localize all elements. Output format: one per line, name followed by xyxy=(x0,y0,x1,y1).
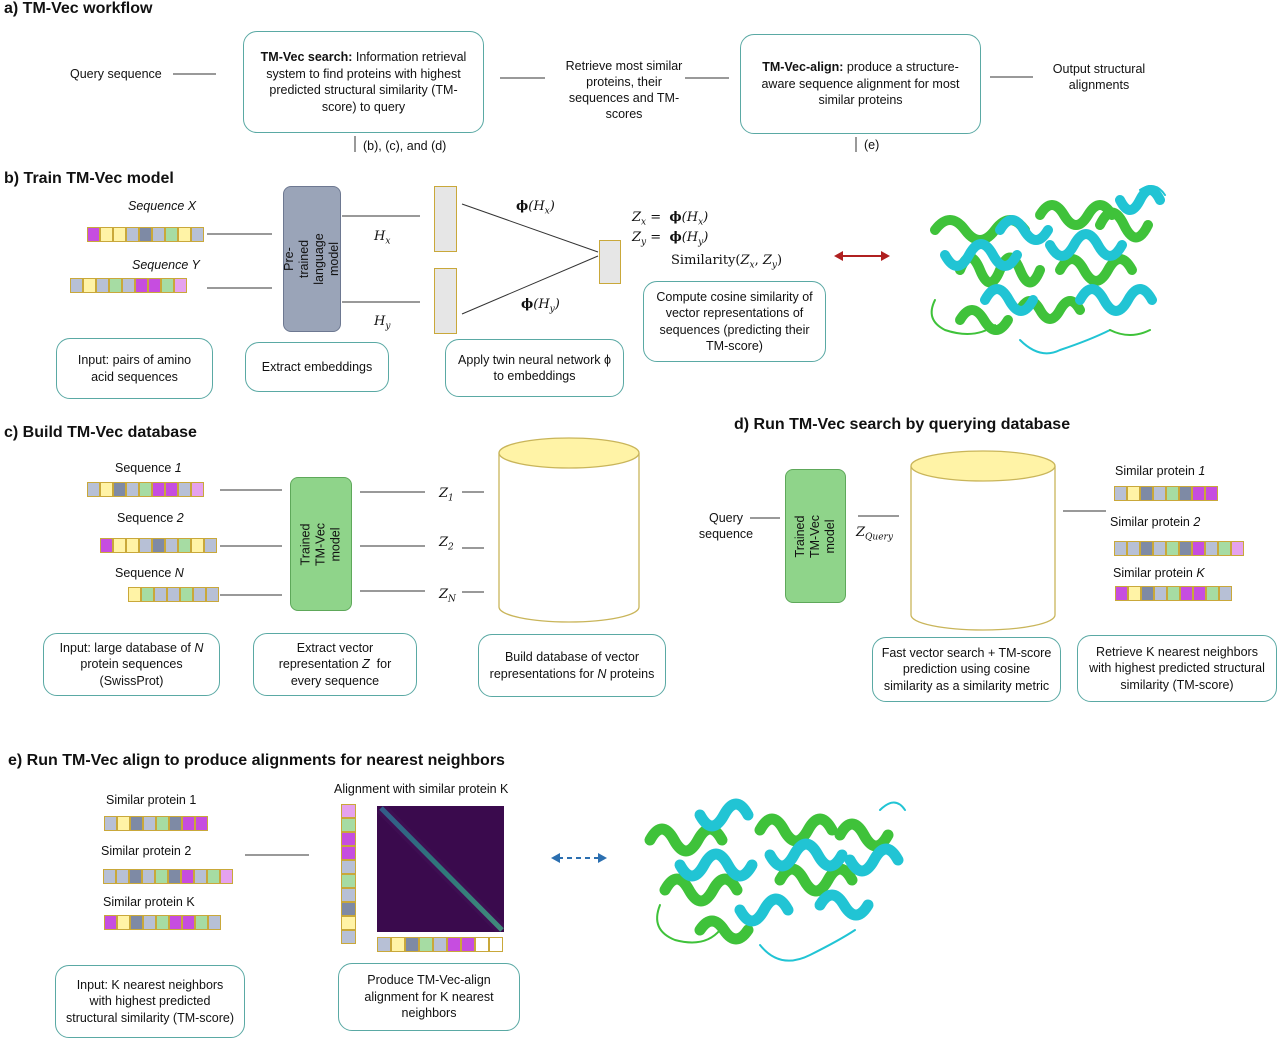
similar-protein-1-e: Similar protein 1 xyxy=(106,793,197,807)
panel-d-title: d) Run TM-Vec search by querying databas… xyxy=(734,416,1071,433)
similar-2-seq-e xyxy=(103,869,233,884)
similar-protein-2-d: Similar protein 2 xyxy=(1110,515,1201,529)
phi-hy-label: ϕ(Hy) xyxy=(521,297,560,315)
panel-a-title: a) TM-Vec workflow xyxy=(4,0,153,17)
phi-hx-label: ϕ(Hx) xyxy=(516,199,555,217)
ref-bcd: (b), (c), and (d) xyxy=(363,139,447,153)
panel-b-title: b) Train TM-Vec model xyxy=(4,170,174,187)
sequence-1-label: Sequence 1 xyxy=(115,461,182,475)
hy-label: Hy xyxy=(374,314,391,332)
alignment-vertical-seq xyxy=(341,804,356,944)
embedding-x xyxy=(434,186,457,252)
sequence-2-label: Sequence 2 xyxy=(117,511,184,525)
z1-c: Z1 xyxy=(439,486,454,504)
similar-2-seq-d xyxy=(1114,541,1244,556)
panel-e-title: e) Run TM-Vec align to produce alignment… xyxy=(8,752,505,769)
retrieve-label: Retrieve most similar proteins, their se… xyxy=(565,59,683,121)
zn-c: ZN xyxy=(439,587,456,605)
build-database-box: Build database of vector representations… xyxy=(478,634,666,697)
protein-structure-e xyxy=(644,798,906,962)
similar-k-seq-e xyxy=(104,915,221,930)
sequence-y-label: Sequence Y xyxy=(132,258,200,272)
input-database-box: Input: large database of N protein seque… xyxy=(43,633,220,696)
alignment-horizontal-seq xyxy=(377,937,503,952)
ref-e: (e) xyxy=(864,138,880,152)
tm-vec-align-box: TM-Vec-align: produce a structure-aware … xyxy=(740,34,981,134)
cosine-similarity-box: Compute cosine similarity of vector repr… xyxy=(643,281,826,362)
extract-vector-box: Extract vector representation Z for ever… xyxy=(253,633,417,696)
align-text: produce a structure-aware sequence align… xyxy=(761,60,960,108)
trained-model-c: Trained TM-Vec model xyxy=(290,477,352,611)
similar-1-seq-e xyxy=(104,816,208,831)
z2-c: Z2 xyxy=(439,535,454,553)
similar-protein-k-e: Similar protein K xyxy=(103,895,195,909)
query-sequence-d: Query sequence xyxy=(698,511,754,541)
retrieve-k-box: Retrieve K nearest neighbors with highes… xyxy=(1077,635,1277,702)
input-pairs-box: Input: pairs of amino acid sequences xyxy=(56,338,213,399)
twin-network-box: Apply twin neural network ϕ to embedding… xyxy=(445,339,624,397)
sequence-n xyxy=(128,587,219,602)
database-d xyxy=(910,450,1056,631)
hx-label: Hx xyxy=(374,229,391,247)
sequence-x-label: Sequence X xyxy=(128,199,197,213)
search-text: Information retrieval system to find pro… xyxy=(266,50,467,114)
zquery-label: ZQuery xyxy=(856,525,893,543)
produce-align-box: Produce TM-Vec-align alignment for K nea… xyxy=(338,963,520,1031)
extract-embeddings-box: Extract embeddings xyxy=(245,342,389,392)
alignment-heatmap xyxy=(377,806,504,932)
alignment-title: Alignment with similar protein K xyxy=(334,782,509,796)
line-hy-to-node xyxy=(461,255,599,315)
tm-vec-search-box: TM-Vec search: Information retrieval sys… xyxy=(243,31,484,133)
embedding-y xyxy=(434,268,457,334)
similar-1-seq-d xyxy=(1114,486,1218,501)
sequence-y xyxy=(70,278,187,293)
trained-model-d: Trained TM-Vec model xyxy=(785,469,846,603)
heatmap-diagonal xyxy=(377,806,504,932)
input-k-neighbors-box: Input: K nearest neighbors with highest … xyxy=(55,965,245,1038)
database-c xyxy=(498,437,640,623)
fast-search-box: Fast vector search + TM-score prediction… xyxy=(872,637,1061,702)
similarity-eq: Similarity(Zx, Zy) xyxy=(671,253,783,271)
red-double-arrow xyxy=(834,251,890,261)
zy-eq: Zy = ϕ(Hy) xyxy=(632,230,709,248)
similarity-node xyxy=(599,240,621,284)
sequence-x xyxy=(87,227,204,242)
pretrained-lm-block: Pre-trained language model xyxy=(282,186,341,332)
similar-k-seq-d xyxy=(1115,586,1232,601)
line-hx-to-node xyxy=(461,203,599,253)
output-label: Output structural alignments xyxy=(1052,62,1146,92)
panel-c-title: c) Build TM-Vec database xyxy=(4,424,197,441)
search-bold: TM-Vec search: xyxy=(260,50,353,64)
sequence-n-label: Sequence N xyxy=(115,566,184,580)
sequence-1 xyxy=(87,482,204,497)
blue-dashed-double-arrow xyxy=(551,853,607,863)
similar-protein-2-e: Similar protein 2 xyxy=(101,844,192,858)
sequence-2 xyxy=(100,538,217,553)
query-sequence-label: Query sequence xyxy=(70,67,162,81)
align-bold: TM-Vec-align: xyxy=(762,60,844,75)
zx-eq: Zx = ϕ(Hx) xyxy=(632,210,709,228)
similar-protein-k-d: Similar protein K xyxy=(1113,566,1205,580)
protein-structure-b xyxy=(930,185,1166,355)
similar-protein-1-d: Similar protein 1 xyxy=(1115,464,1206,478)
